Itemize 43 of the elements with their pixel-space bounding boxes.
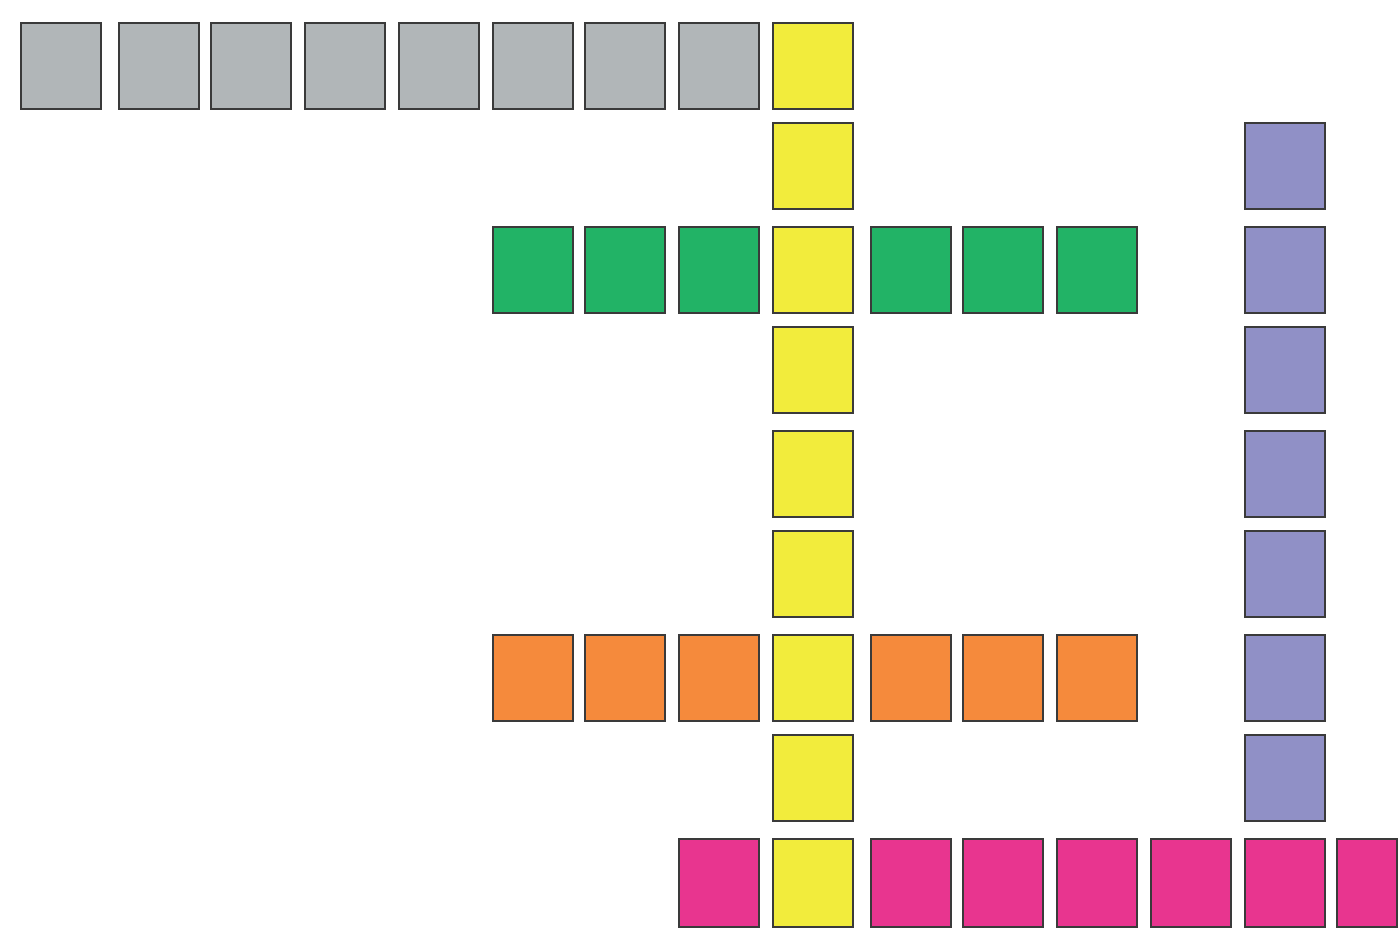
- square-tile: [20, 22, 102, 110]
- square-tile: [1150, 838, 1232, 928]
- square-tile: [1056, 226, 1138, 314]
- square-tile: [772, 22, 854, 110]
- square-tile: [492, 634, 574, 722]
- square-tile: [678, 838, 760, 928]
- square-tile: [492, 22, 574, 110]
- square-tile: [1336, 838, 1398, 928]
- square-tile: [678, 226, 760, 314]
- square-tile: [1244, 326, 1326, 414]
- square-tile: [398, 22, 480, 110]
- square-tile: [772, 430, 854, 518]
- square-tile: [962, 838, 1044, 928]
- square-tile: [1244, 634, 1326, 722]
- square-tile: [492, 226, 574, 314]
- square-tile: [584, 22, 666, 110]
- square-tile: [584, 634, 666, 722]
- square-tile: [870, 226, 952, 314]
- square-tile: [962, 226, 1044, 314]
- square-tile: [772, 530, 854, 618]
- square-tile: [772, 634, 854, 722]
- square-tile: [1244, 530, 1326, 618]
- square-tile: [118, 22, 200, 110]
- square-tile: [870, 634, 952, 722]
- square-tile: [304, 22, 386, 110]
- square-tile: [772, 326, 854, 414]
- square-tile: [1244, 430, 1326, 518]
- square-tile: [210, 22, 292, 110]
- square-tile: [1244, 122, 1326, 210]
- square-tile: [678, 22, 760, 110]
- square-tile: [870, 838, 952, 928]
- square-tile: [1244, 226, 1326, 314]
- square-tile: [1056, 634, 1138, 722]
- square-tile: [962, 634, 1044, 722]
- square-tile: [678, 634, 760, 722]
- square-tile: [772, 122, 854, 210]
- square-tile: [584, 226, 666, 314]
- square-tile: [772, 734, 854, 822]
- square-tile: [1244, 734, 1326, 822]
- square-tile: [772, 838, 854, 928]
- square-tile: [772, 226, 854, 314]
- square-tile: [1244, 838, 1326, 928]
- square-tile: [1056, 838, 1138, 928]
